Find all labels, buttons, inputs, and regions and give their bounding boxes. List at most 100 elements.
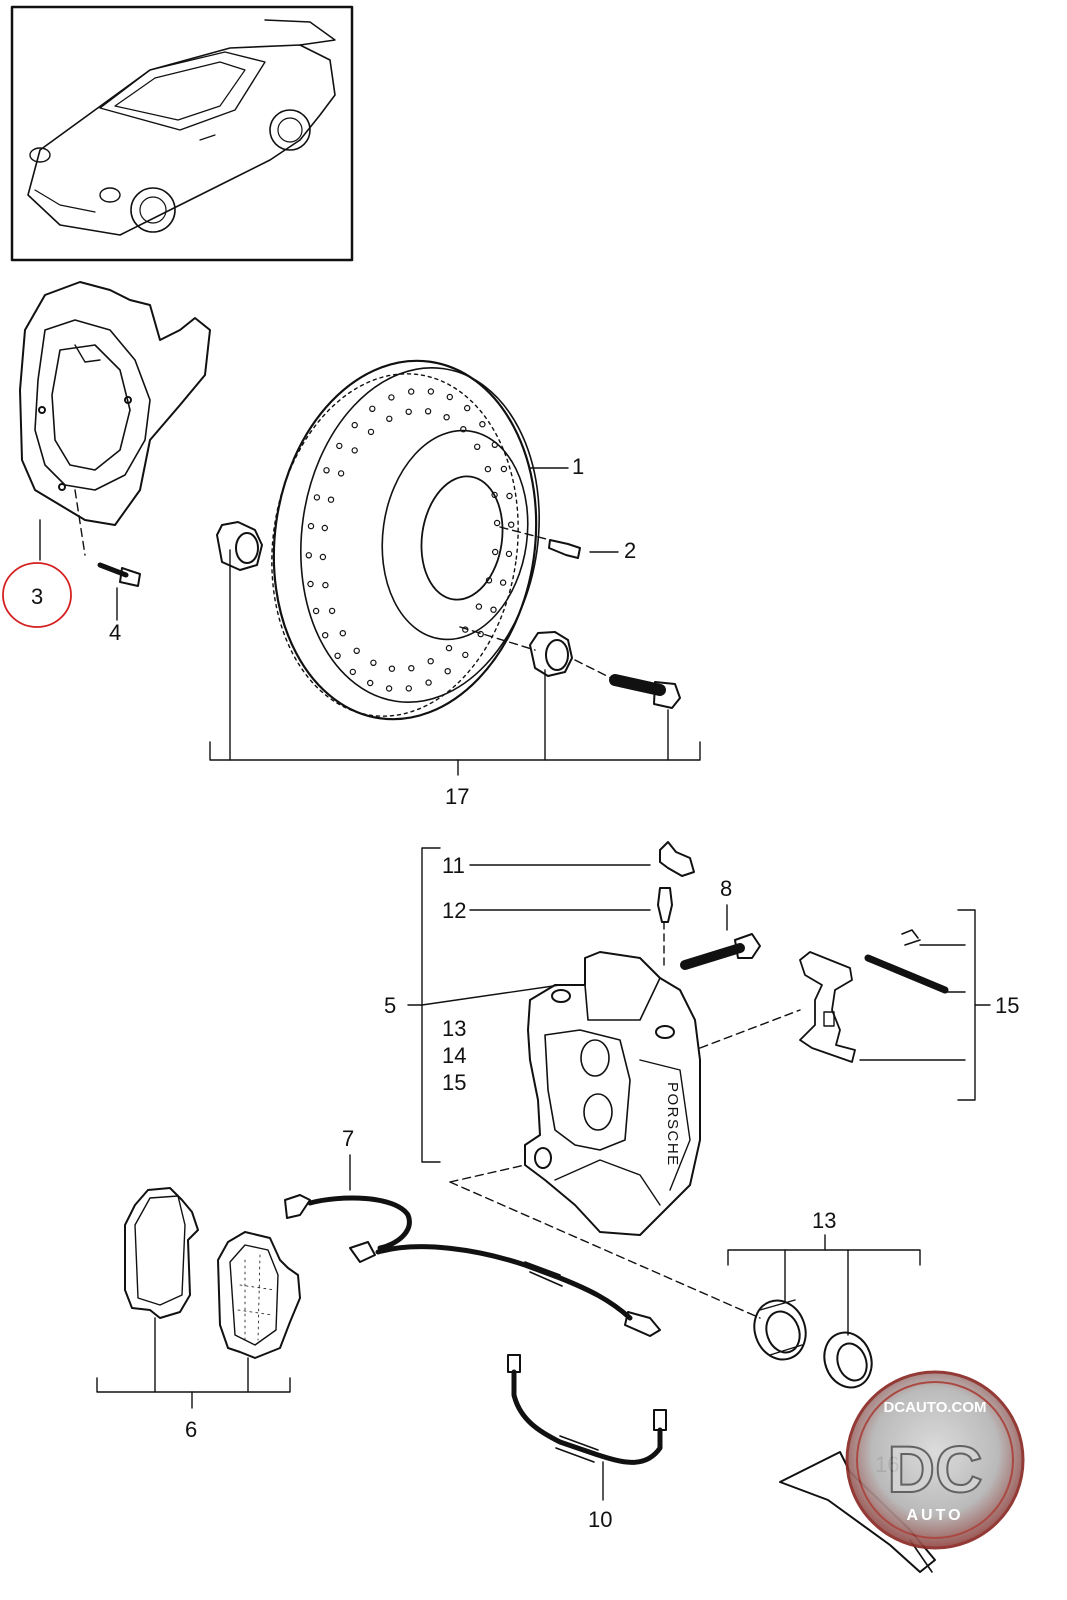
disc-hole <box>405 685 412 692</box>
disc-hole <box>367 428 375 436</box>
disc-hole <box>499 579 507 586</box>
disc-hole <box>464 404 471 412</box>
disc-hole <box>408 388 415 395</box>
leader-lines-seals <box>727 1234 921 1336</box>
disc-hole <box>386 415 393 422</box>
callout-3: 3 <box>31 584 43 609</box>
piston-seal-1 <box>753 1299 807 1361</box>
piston-seal-2 <box>823 1331 873 1389</box>
disc-hole <box>307 580 314 588</box>
disc-screw <box>548 539 581 559</box>
disc-hole <box>427 658 434 665</box>
backing-plate-bolt <box>97 562 141 587</box>
disc-hole <box>367 679 374 687</box>
disc-hole <box>490 606 497 613</box>
disc-vent-holes <box>305 388 515 692</box>
disc-hole <box>322 632 329 639</box>
disc-hole <box>369 405 376 412</box>
hub-bolt <box>609 674 681 709</box>
disc-hole <box>339 630 346 637</box>
callout-4: 4 <box>109 620 121 645</box>
disc-hole <box>462 651 469 659</box>
disc-hole <box>321 524 328 532</box>
bleed-valve-cap <box>659 841 695 877</box>
callout-6: 6 <box>185 1417 197 1442</box>
disc-hole <box>328 607 336 615</box>
leader-lines-caliper <box>407 847 991 1319</box>
disc-hole <box>351 447 358 454</box>
watermark-badge: DCAUTO.COM DC AUTO <box>845 1370 1025 1550</box>
disc-hole <box>492 548 499 556</box>
disc-hole <box>327 496 335 503</box>
disc-hole <box>477 630 484 638</box>
disc-hole <box>312 607 320 615</box>
disc-hole <box>349 668 356 676</box>
pad-retaining-pin <box>864 929 949 994</box>
brake-backing-plate <box>19 281 211 526</box>
callout-5: 5 <box>384 993 396 1018</box>
disc-hole <box>353 647 360 655</box>
brake-disc <box>271 359 540 721</box>
disc-hole <box>405 408 412 415</box>
disc-hole <box>322 581 329 589</box>
disc-hole <box>500 465 508 473</box>
disc-hole <box>485 577 493 584</box>
callout-13-group: 13 <box>442 1016 466 1041</box>
bleed-valve <box>657 887 673 923</box>
callout-2: 2 <box>624 538 636 563</box>
disc-hole <box>388 394 395 401</box>
disc-hole <box>334 652 341 660</box>
disc-hole <box>446 393 453 401</box>
disc-hole <box>425 679 432 686</box>
disc-hole <box>460 426 467 433</box>
callout-17: 17 <box>445 784 469 809</box>
callout-15-group: 15 <box>442 1070 466 1095</box>
leader-lines-pads <box>96 1317 291 1409</box>
caliper-bolt <box>680 933 761 970</box>
disc-hole <box>474 443 481 450</box>
disc-hole <box>388 665 396 672</box>
disc-hole <box>475 603 483 610</box>
vehicle-thumbnail <box>10 5 354 262</box>
leader-lines-upper <box>39 467 701 776</box>
disc-hole <box>424 408 432 415</box>
disc-hole <box>385 685 393 692</box>
disc-hole <box>484 465 492 473</box>
brake-pad-outer <box>124 1187 199 1319</box>
disc-hole <box>506 492 513 500</box>
disc-hole <box>493 519 501 527</box>
highlight-circle <box>2 562 72 628</box>
disc-bushing-left <box>216 521 263 571</box>
disc-hole <box>408 665 415 672</box>
callout-14: 14 <box>442 1043 466 1068</box>
brake-hose <box>507 1354 667 1501</box>
disc-hole <box>479 421 486 428</box>
callout-15: 15 <box>995 993 1019 1018</box>
caliper-brand-text: PORSCHE <box>664 1082 681 1167</box>
brake-caliper <box>524 951 701 1236</box>
pad-retaining-spring <box>799 951 856 1063</box>
disc-hole <box>337 470 345 477</box>
disc-bushing-right <box>529 631 573 677</box>
disc-hole <box>370 659 377 667</box>
callout-13: 13 <box>812 1208 836 1233</box>
disc-hole <box>427 388 435 395</box>
disc-hole <box>491 441 498 448</box>
callout-1: 1 <box>572 454 584 479</box>
disc-hole <box>505 550 513 558</box>
wear-sensor <box>284 1154 661 1337</box>
callout-7: 7 <box>342 1126 354 1151</box>
disc-hole <box>319 553 327 561</box>
callout-10: 10 <box>588 1507 612 1532</box>
disc-hole <box>491 491 498 499</box>
callout-8: 8 <box>720 876 732 901</box>
brake-pad-inner <box>217 1231 301 1359</box>
disc-hole <box>443 414 450 421</box>
disc-hole <box>313 494 321 501</box>
disc-hole <box>307 522 315 530</box>
callout-12: 12 <box>442 898 466 923</box>
callout-11: 11 <box>442 853 465 878</box>
disc-hole <box>444 668 451 675</box>
watermark-sub: AUTO <box>906 1507 963 1524</box>
